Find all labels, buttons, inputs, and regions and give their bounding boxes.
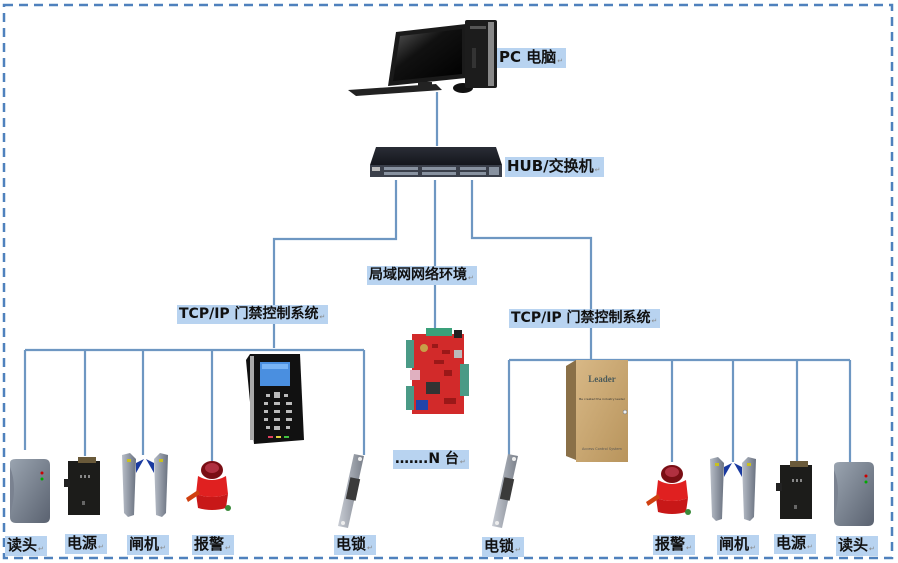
card-reader-icon <box>834 462 874 526</box>
alarm-siren-icon <box>186 461 231 511</box>
left-device-label-lock: 电锁 <box>334 535 376 555</box>
power-supply-icon <box>776 461 812 519</box>
alarm-siren-icon <box>646 465 691 515</box>
right-device-label-alarm: 报警 <box>653 535 695 555</box>
desktop-computer-icon <box>348 20 497 96</box>
cabinet-brand: Leader <box>588 374 616 384</box>
left-device-label-alarm: 报警 <box>192 535 234 555</box>
right-device-label-power: 电源 <box>774 534 816 554</box>
left-device-label-gate: 闸机 <box>127 535 169 555</box>
right-system-label: TCP/IP 门禁控制系统 <box>509 309 661 328</box>
hub-label: HUB/交换机 <box>505 157 604 177</box>
right-device-label-lock: 电锁 <box>482 537 524 557</box>
left-device-label-reader: 读头 <box>5 536 47 556</box>
card-reader-icon <box>10 459 50 523</box>
dashed-border <box>2 3 894 560</box>
right-device-label-gate: 闸机 <box>717 535 759 555</box>
electric-lock-icon <box>492 454 518 528</box>
turnstile-gate-icon <box>710 457 756 521</box>
access-control-cabinet-icon: Leader Be created the industry leader Ac… <box>566 360 628 462</box>
right-device-label-reader: 读头 <box>836 536 878 556</box>
pc-label: PC 电脑 <box>497 48 567 68</box>
left-device-label-power: 电源 <box>65 534 107 554</box>
hub-left-link <box>272 180 398 348</box>
turnstile-gate-icon <box>122 453 168 517</box>
power-supply-icon <box>64 457 100 515</box>
n-units-label: …….N 台 <box>393 450 469 469</box>
left-system-label: TCP/IP 门禁控制系统 <box>177 305 329 324</box>
hub-right-link <box>470 180 593 359</box>
electric-lock-icon <box>338 454 364 528</box>
network-switch-icon <box>370 147 502 177</box>
cabinet-slogan: Be created the industry leader <box>579 397 626 401</box>
lan-label: 局域网网络环境 <box>367 266 477 285</box>
access-control-keypad-icon <box>246 354 304 444</box>
cabinet-footer: Access Control System <box>582 447 623 451</box>
controller-board-icon <box>406 328 469 414</box>
